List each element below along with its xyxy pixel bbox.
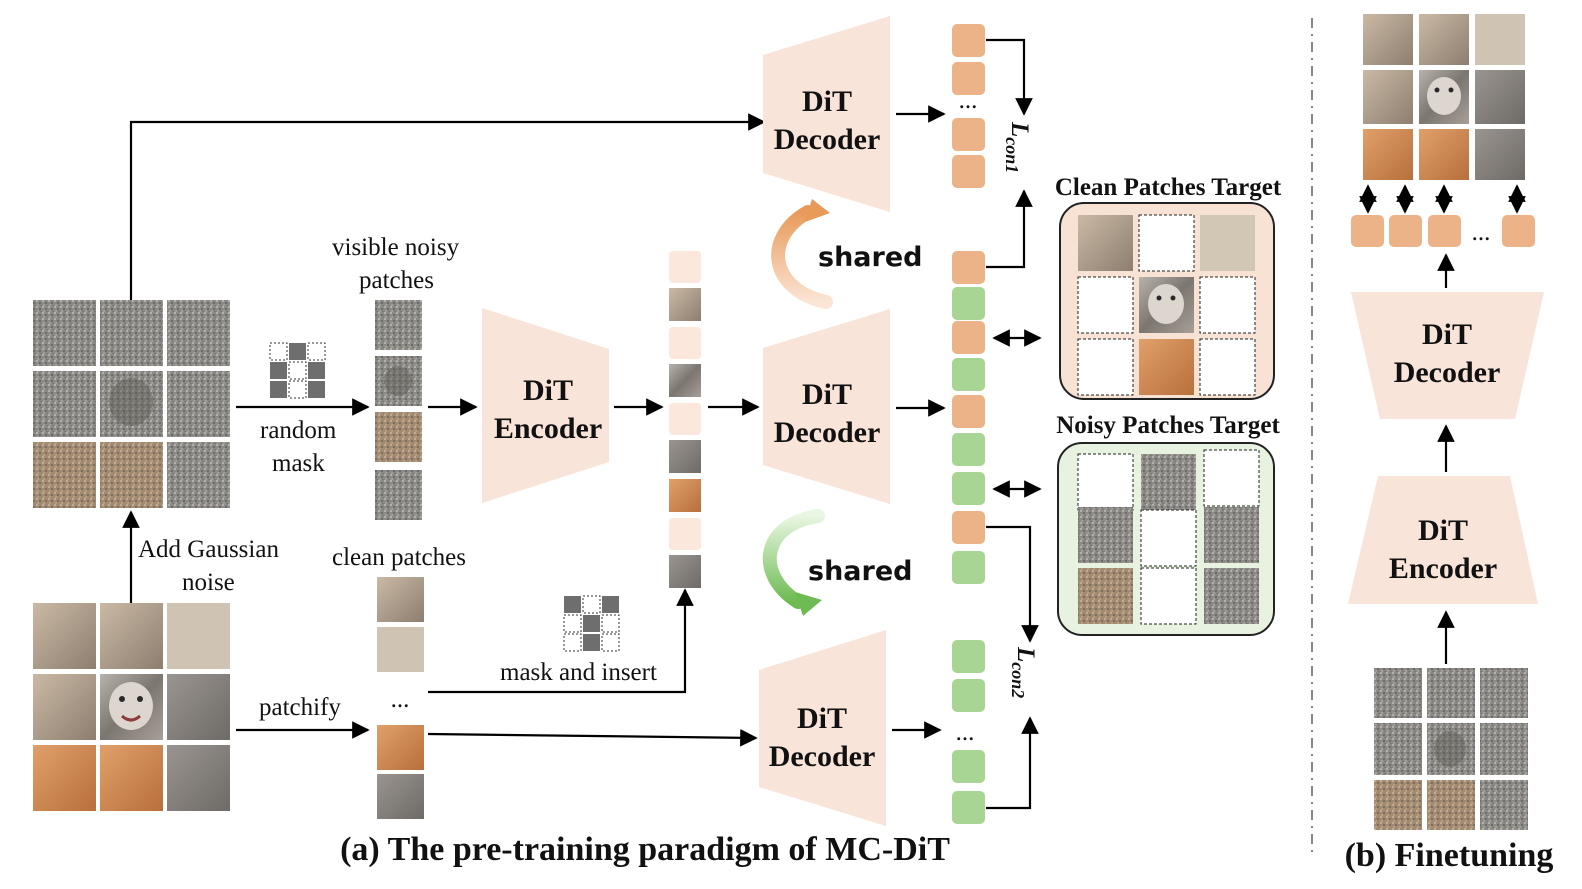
ft-dit-decoder-block: DiT Decoder	[1351, 292, 1544, 419]
add-noise-label-2: noise	[182, 569, 235, 596]
clean-image-grid	[33, 603, 230, 811]
dit-encoder-block: DiT Encoder	[482, 308, 609, 503]
clean-ellipsis: ...	[391, 686, 410, 713]
top-ellipsis: ...	[959, 87, 978, 114]
encoder-line2: Encoder	[494, 412, 602, 445]
dit-decoder-bottom-block: DiT Decoder	[759, 630, 886, 826]
clean-patches-column	[377, 577, 424, 819]
bottom-ellipsis: ...	[956, 719, 975, 746]
ft-encoder-line1: DiT	[1418, 514, 1468, 547]
shared-bottom-arrow-icon	[762, 509, 825, 616]
clean-target-title: Clean Patches Target	[1055, 174, 1282, 201]
ft-output-tokens	[1351, 215, 1535, 247]
noisy-image-grid	[33, 300, 230, 508]
random-mask-icon	[269, 342, 326, 399]
visible-noisy-label-2: patches	[359, 267, 434, 294]
insert-mask-icon	[563, 595, 620, 652]
noisy-target-title: Noisy Patches Target	[1056, 412, 1280, 439]
loss2-sub: con2	[1008, 662, 1028, 698]
noisy-patches-target-panel	[1057, 442, 1275, 636]
svg-text:Lcon2: Lcon2	[1008, 646, 1039, 698]
ft-output-image-grid	[1363, 14, 1525, 180]
ft-dit-encoder-block: DiT Encoder	[1348, 476, 1538, 604]
loss-con2: Lcon2	[1008, 646, 1039, 698]
ft-decoder-line2: Decoder	[1394, 356, 1501, 389]
add-noise-label-1: Add Gaussian	[138, 536, 279, 563]
shared-bottom-label: shared	[808, 556, 912, 587]
encoder-line1: DiT	[523, 374, 573, 407]
decoder-top-line1: DiT	[802, 85, 852, 118]
decoder-bottom-line2: Decoder	[769, 740, 876, 773]
random-mask-label-2: mask	[272, 450, 325, 477]
loss-con1: Lcon1	[1002, 121, 1033, 173]
visible-noisy-patches	[375, 300, 422, 520]
visible-noisy-label-1: visible noisy	[332, 234, 460, 261]
loss1-sub: con1	[1002, 137, 1022, 173]
patchify-label: patchify	[259, 694, 341, 721]
caption-a: (a) The pre-training paradigm of MC-DiT	[340, 831, 950, 868]
top-output-tokens	[952, 24, 985, 188]
shared-top-arrow-icon	[771, 199, 833, 309]
decoder-mid-line1: DiT	[802, 378, 852, 411]
loss2-base: L	[1012, 646, 1039, 662]
svg-text:Lcon1: Lcon1	[1002, 121, 1033, 173]
mask-insert-label: mask and insert	[500, 659, 657, 686]
random-mask-label-1: random	[260, 417, 337, 444]
mid-output-tokens	[952, 251, 985, 584]
loss1-base: L	[1006, 121, 1033, 137]
ft-token-arrows	[1359, 184, 1526, 214]
dit-decoder-top-block: DiT Decoder	[763, 16, 890, 212]
caption-b: (b) Finetuning	[1345, 837, 1554, 874]
clean-patches-label: clean patches	[332, 544, 466, 571]
shared-top-label: shared	[818, 242, 922, 273]
decoder-bottom-line1: DiT	[797, 702, 847, 735]
ft-input-noisy-grid	[1374, 668, 1528, 830]
ft-encoder-line2: Encoder	[1389, 552, 1497, 585]
ft-decoder-line1: DiT	[1422, 318, 1472, 351]
decoder-mid-line2: Decoder	[774, 416, 881, 449]
bottom-output-tokens	[952, 640, 985, 824]
decoder-top-line2: Decoder	[774, 123, 881, 156]
combined-token-sequence	[669, 251, 701, 588]
clean-patches-target-panel	[1059, 202, 1275, 400]
ft-ellipsis: ...	[1472, 219, 1491, 246]
dit-decoder-mid-block: DiT Decoder	[763, 309, 890, 504]
